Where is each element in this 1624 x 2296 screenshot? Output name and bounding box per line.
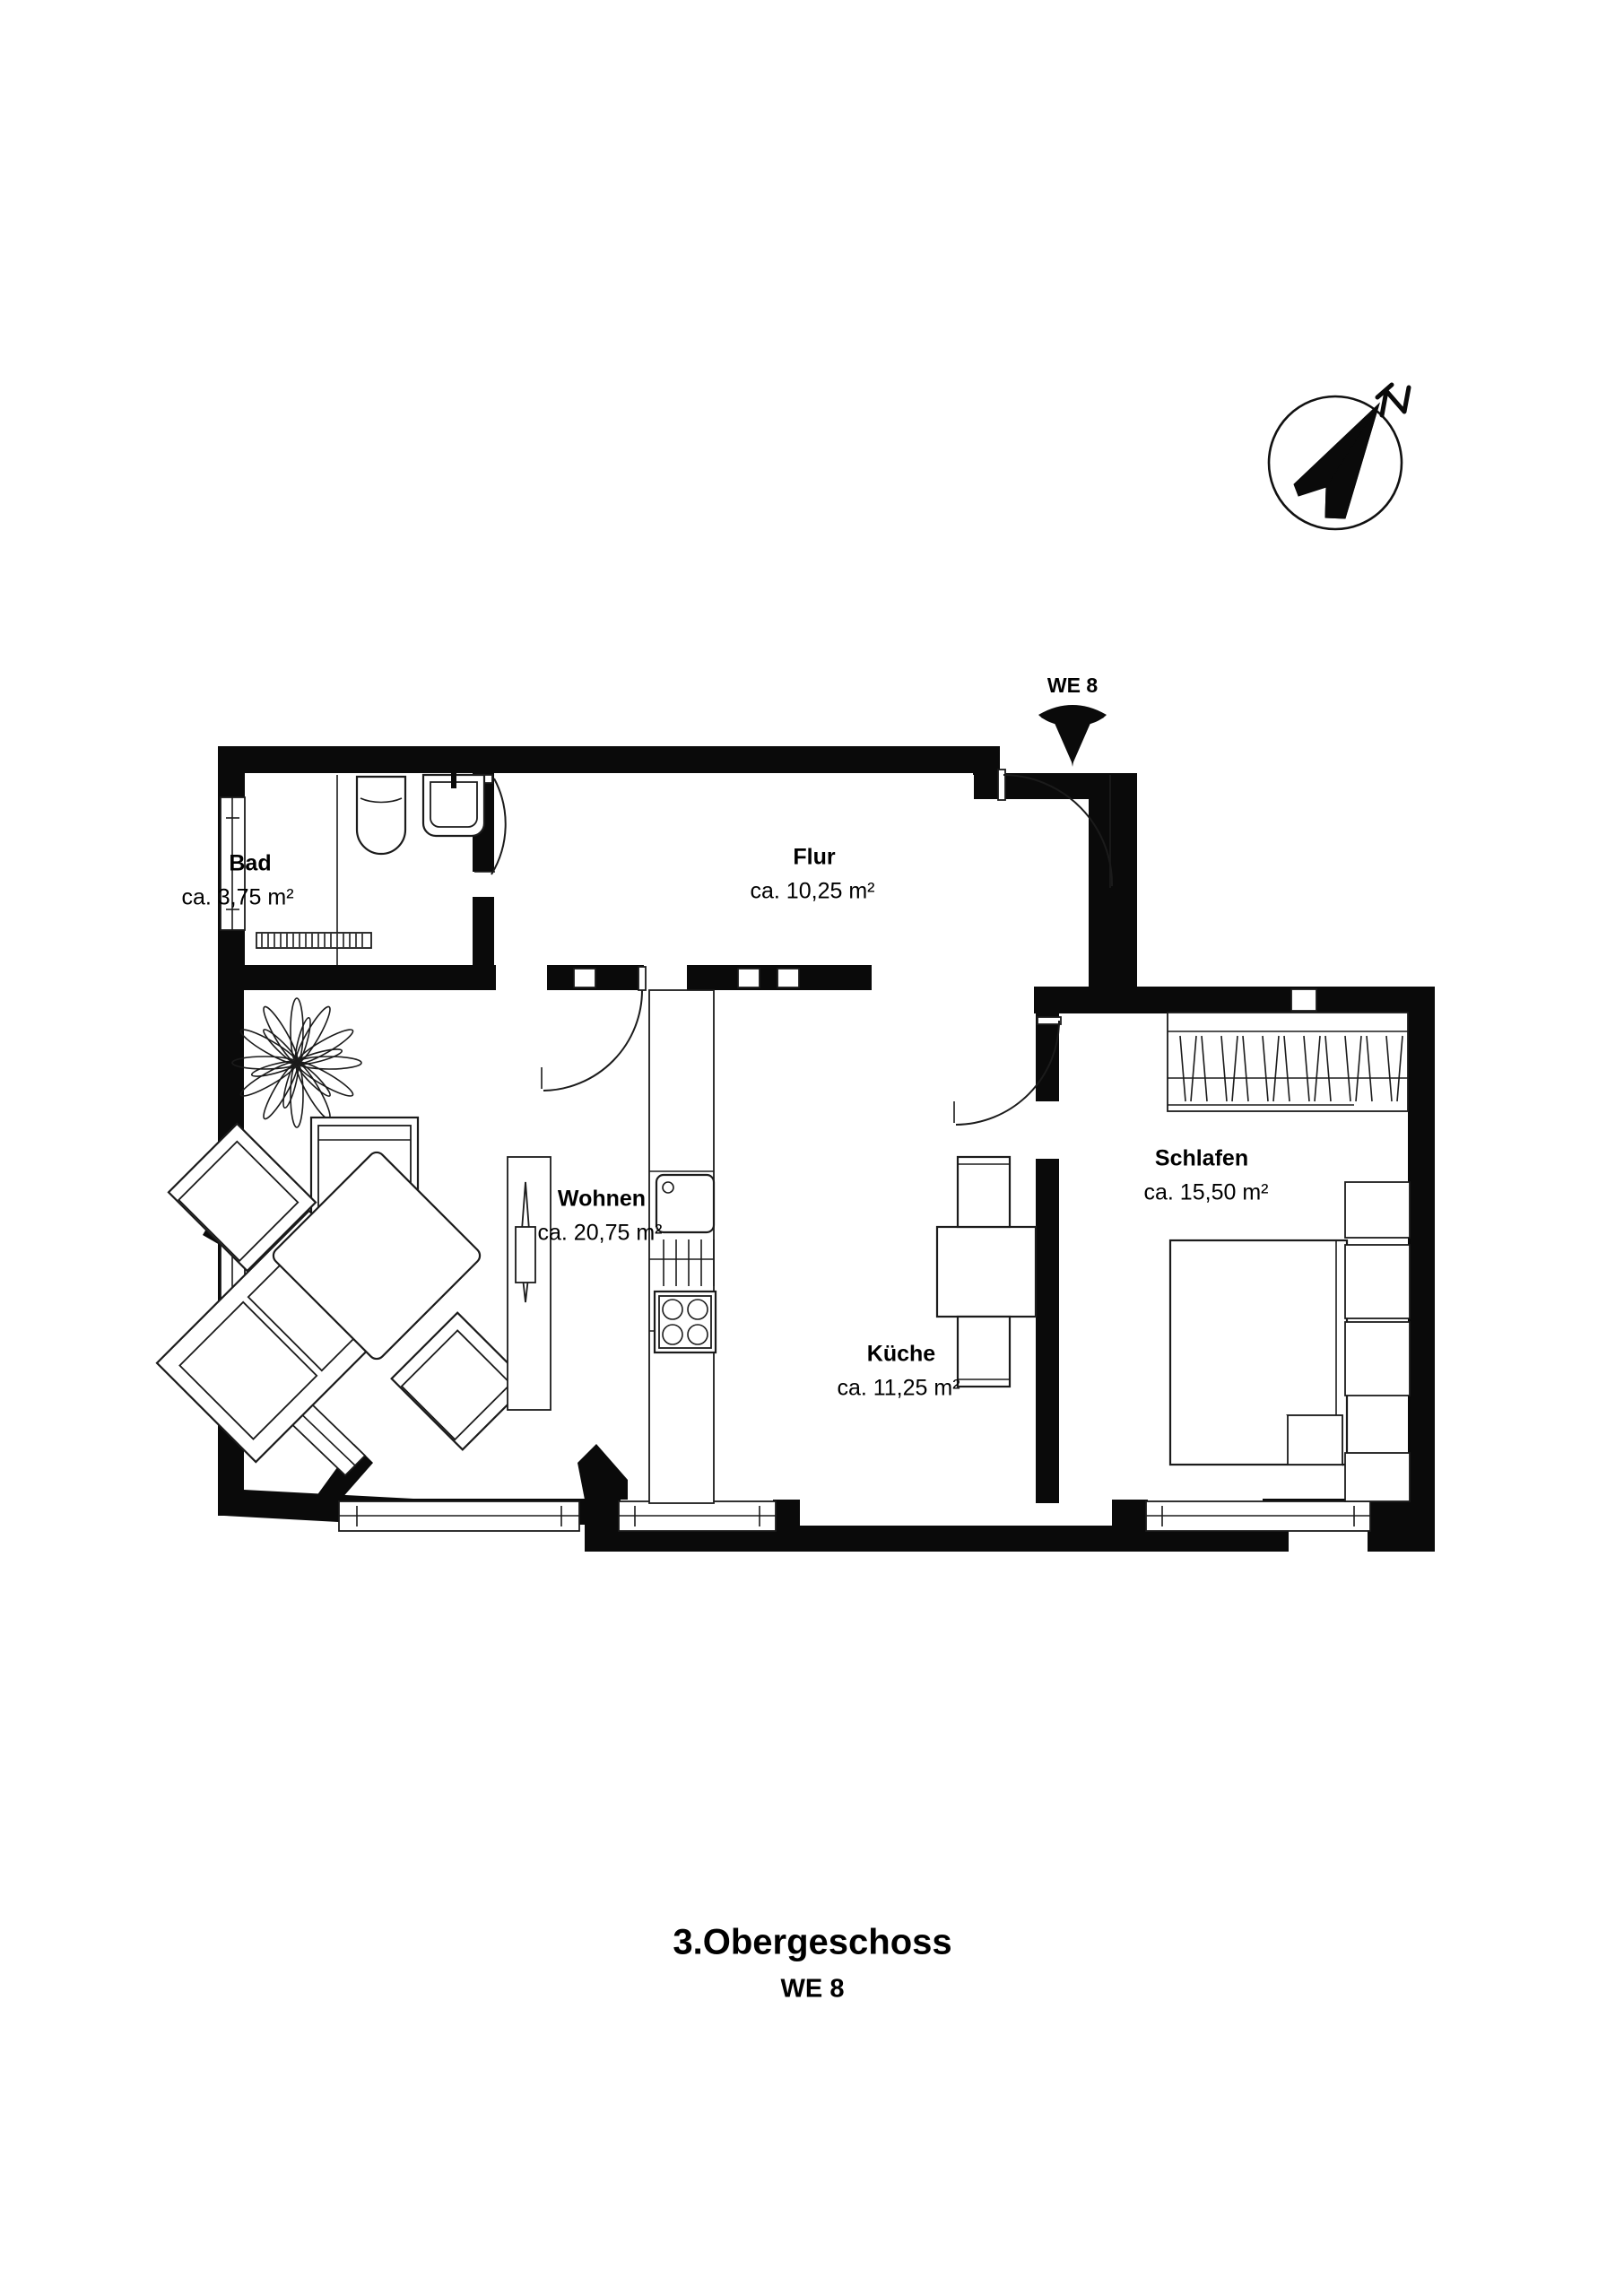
room-area-wohnen: ca. 20,75 m² [538, 1221, 663, 1246]
room-area-flur: ca. 10,25 m² [751, 879, 875, 904]
coffee-table-icon [272, 1151, 482, 1361]
window-kitchen-bottom [618, 1500, 777, 1532]
page-subtitle: WE 8 [781, 1975, 845, 2004]
entrance-marker [1038, 705, 1107, 767]
kitchen-fixtures [507, 989, 1038, 1504]
page-title: 3.Obergeschoss [673, 1923, 951, 1962]
bathroom-fixtures [256, 770, 486, 965]
bed-icon [1168, 1239, 1349, 1466]
sink-icon [655, 1173, 716, 1234]
room-label-schlafen: Schlafen [1155, 1146, 1248, 1171]
room-labels: Bad ca. 3,75 m² Flur ca. 10,25 m² Wohnen… [181, 845, 1268, 1401]
nightstand-icon [1344, 1244, 1411, 1502]
door-living [541, 966, 647, 1091]
window-bedroom-bottom [1145, 1500, 1371, 1532]
entrance-unit-label: WE 8 [1047, 674, 1098, 697]
living-room-furniture [155, 997, 530, 1464]
washbasin-icon [421, 770, 486, 838]
pendant-icon [515, 1181, 536, 1303]
room-area-schlafen: ca. 15,50 m² [1144, 1180, 1269, 1205]
kitchen-drawers-icon [663, 1239, 715, 1286]
window-living-bottom [338, 1500, 580, 1532]
armchair-upper-icon [167, 1122, 317, 1273]
wardrobe-icon [1167, 1012, 1409, 1112]
room-label-kueche: Küche [867, 1342, 936, 1367]
bathtub-icon [355, 775, 407, 856]
armchair-lower-icon [390, 1311, 530, 1451]
stove-icon [653, 1290, 717, 1354]
room-area-bad: ca. 3,75 m² [181, 885, 293, 910]
dining-set-icon [935, 1155, 1038, 1388]
room-label-flur: Flur [793, 845, 835, 870]
shelf-upper-icon [1344, 1181, 1411, 1239]
north-arrow-icon [1267, 382, 1411, 531]
plant-icon [231, 997, 362, 1128]
door-entrance [997, 769, 1114, 888]
room-label-wohnen: Wohnen [558, 1187, 646, 1212]
room-label-bad: Bad [229, 851, 271, 876]
door-bedroom [953, 1016, 1062, 1126]
room-area-kueche: ca. 11,25 m² [837, 1376, 960, 1401]
radiator-icon [256, 932, 372, 949]
bedroom-furniture [1167, 1012, 1411, 1502]
window-bath [220, 796, 246, 931]
doors [473, 769, 1114, 1126]
